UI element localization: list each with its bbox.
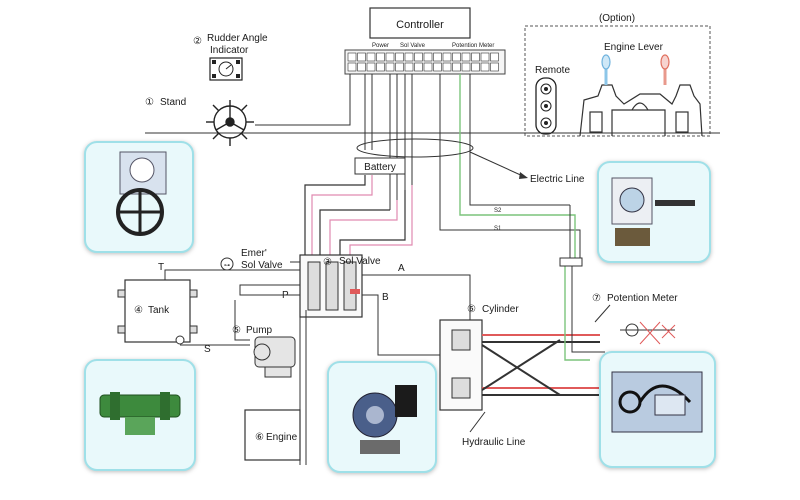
emer-sol-valve: ⊶ Emer' Sol Valve xyxy=(220,248,300,271)
terminal-potention-meter-label: Potention Meter xyxy=(452,43,494,49)
engine-lever-label: Engine Lever xyxy=(604,42,664,53)
terminal-cell xyxy=(414,52,423,62)
stand-label: Stand xyxy=(160,97,186,108)
terminal-cell xyxy=(433,62,442,72)
terminal-cell xyxy=(461,52,471,62)
stand: ① Stand xyxy=(145,97,254,146)
hydraulic-line-arrow xyxy=(469,411,486,433)
engine-lever-icon xyxy=(579,54,703,137)
tank: ④ Tank xyxy=(117,279,198,345)
terminal-cell xyxy=(414,62,423,72)
tank-num: ④ xyxy=(134,305,143,316)
potention-meter-num: ⑦ xyxy=(592,293,601,304)
cylinder-assembly: ⑥ Cylinder Hydraulic Line xyxy=(439,304,600,448)
terminal-cell xyxy=(366,62,376,72)
valve-wiring xyxy=(304,175,413,255)
electric-line-label: Electric Line xyxy=(530,174,585,185)
terminal-power-label: Power xyxy=(372,43,389,49)
terminal-block xyxy=(344,49,506,75)
s1-label: S1 xyxy=(494,226,502,232)
port-a-label: A xyxy=(398,263,405,274)
terminal-cell xyxy=(433,52,442,62)
cylinder-label: Cylinder xyxy=(482,304,519,315)
pump-label: Pump xyxy=(246,325,273,336)
terminal-cell xyxy=(480,52,490,62)
terminal-cell xyxy=(480,62,490,72)
terminal-cell xyxy=(404,62,414,72)
rudder-indicator-label-1: Rudder Angle xyxy=(207,33,268,44)
valve-photo xyxy=(327,361,437,473)
engine-num: ⑥ xyxy=(255,432,264,443)
controller-title: Controller xyxy=(396,19,444,31)
stand-photo xyxy=(84,141,194,253)
terminal-cell xyxy=(357,62,366,72)
terminal-cell xyxy=(347,52,357,62)
option-box: (Option) Remote Engine Lever xyxy=(524,13,711,137)
terminal-cell xyxy=(423,52,433,62)
potention-meter-label: Potention Meter xyxy=(607,293,678,304)
terminal-cell xyxy=(442,52,452,62)
terminal-cell xyxy=(404,52,414,62)
terminal-cell xyxy=(490,62,499,72)
terminal-cell xyxy=(452,52,461,62)
remote-label: Remote xyxy=(535,65,570,76)
port-t-label: T xyxy=(158,262,164,273)
emer-valve-label-2: Sol Valve xyxy=(241,260,283,271)
terminal-cell xyxy=(385,62,395,72)
svg-text:⊶: ⊶ xyxy=(224,263,230,269)
controller-photo xyxy=(597,161,711,263)
terminal-cell xyxy=(471,52,480,62)
stand-num: ① xyxy=(145,97,154,108)
sol-valve-assembly: ③ Sol Valve xyxy=(299,254,381,318)
engine-label: Engine xyxy=(266,432,298,443)
controller-wiring xyxy=(255,74,581,260)
potention-meter: ⑦ Potention Meter xyxy=(559,257,678,361)
rudder-indicator-num: ② xyxy=(193,36,202,47)
terminal-cell xyxy=(366,52,376,62)
terminal-cell xyxy=(423,62,433,72)
pump: ⑤ Pump xyxy=(232,325,296,378)
option-title: (Option) xyxy=(599,13,635,24)
port-b-label: B xyxy=(382,292,389,303)
terminal-cell xyxy=(442,62,452,72)
terminal-cell xyxy=(461,62,471,72)
battery: Battery xyxy=(354,157,406,175)
terminal-cell xyxy=(490,52,499,62)
remote-control-icon xyxy=(535,77,557,135)
rudder-indicator-label-2: Indicator xyxy=(210,45,249,56)
sol-valve-num: ③ xyxy=(323,257,332,268)
terminal-cell xyxy=(452,62,461,72)
battery-label: Battery xyxy=(364,162,396,173)
pump-icon xyxy=(253,336,296,378)
pump-num: ⑤ xyxy=(232,325,241,336)
terminal-cell xyxy=(347,62,357,72)
electric-line-arrow xyxy=(469,151,526,178)
steering-wheel-icon xyxy=(206,100,254,146)
cylinder-photo xyxy=(599,351,716,468)
terminal-cell xyxy=(385,52,395,62)
electric-bundle xyxy=(356,138,474,158)
hydraulic-line-label: Hydraulic Line xyxy=(462,437,526,448)
pump-photo xyxy=(84,359,196,471)
terminal-cell xyxy=(376,62,385,72)
engine: ⑥ Engine xyxy=(244,409,301,461)
controller: Controller Power Sol Valve Potention Met… xyxy=(344,7,506,75)
sol-valve-label: Sol Valve xyxy=(339,256,381,267)
rudder-angle-indicator: ② Rudder Angle Indicator xyxy=(193,33,268,81)
port-s-label: S xyxy=(204,344,211,355)
terminal-cell xyxy=(395,52,404,62)
cylinder-num: ⑥ xyxy=(467,304,476,315)
terminal-cell xyxy=(395,62,404,72)
terminal-sol-valve-label: Sol Valve xyxy=(400,43,426,49)
terminal-cell xyxy=(471,62,480,72)
emer-valve-label-1: Emer' xyxy=(241,248,267,259)
rudder-indicator-icon xyxy=(209,57,243,81)
terminal-cell xyxy=(376,52,385,62)
controller-box xyxy=(369,7,471,39)
tank-label: Tank xyxy=(148,305,170,316)
s2-label: S2 xyxy=(494,208,502,214)
terminal-cell xyxy=(357,52,366,62)
